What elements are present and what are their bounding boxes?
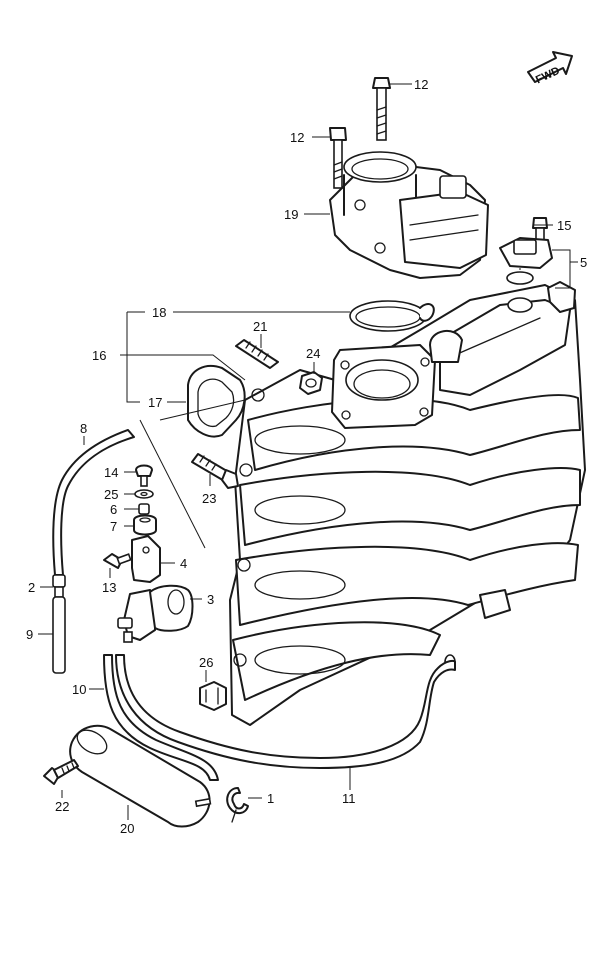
hose-8[interactable] — [52, 429, 135, 576]
callout-15: 15 — [557, 218, 571, 233]
intake-manifold[interactable] — [229, 281, 586, 726]
canister-20[interactable] — [69, 724, 212, 828]
callout-17: 17 — [148, 395, 162, 410]
callout-13: 13 — [102, 580, 116, 595]
callout-12-upper: 12 — [414, 77, 428, 92]
hose-9[interactable] — [52, 596, 66, 674]
callout-24: 24 — [306, 346, 320, 361]
callout-5: 5 — [580, 255, 587, 270]
callout-3: 3 — [207, 592, 214, 607]
callout-9: 9 — [26, 627, 33, 642]
clamp-1[interactable] — [226, 787, 249, 823]
callout-21: 21 — [253, 319, 267, 334]
vsv-solenoid-3[interactable] — [117, 584, 194, 643]
callout-7: 7 — [110, 519, 117, 534]
screw-13[interactable] — [103, 553, 132, 569]
callout-8: 8 — [80, 421, 87, 436]
washer-25[interactable] — [134, 489, 154, 499]
callout-1: 1 — [267, 791, 274, 806]
clip-26[interactable] — [199, 681, 227, 711]
callouts: 12 12 19 15 5 18 21 16 24 17 8 14 25 6 7… — [26, 77, 587, 836]
callout-4: 4 — [180, 556, 187, 571]
bolt-22[interactable] — [43, 759, 79, 785]
callout-2: 2 — [28, 580, 35, 595]
callout-23: 23 — [202, 491, 216, 506]
bolt-12-lower[interactable] — [329, 127, 347, 189]
nut-24[interactable] — [299, 371, 323, 395]
hose-11[interactable] — [115, 654, 456, 769]
connector-2[interactable] — [52, 574, 66, 598]
screw-14[interactable] — [135, 464, 153, 487]
bolt-12-upper[interactable] — [372, 77, 391, 141]
hose-10[interactable] — [103, 654, 219, 781]
gasket-17[interactable] — [187, 365, 246, 438]
bolt-23[interactable] — [191, 453, 239, 489]
grommet-7[interactable] — [133, 514, 157, 536]
callout-26: 26 — [199, 655, 213, 670]
map-sensor[interactable] — [499, 237, 553, 285]
callout-12-lower: 12 — [290, 130, 304, 145]
callout-18: 18 — [152, 305, 166, 320]
fwd-arrow-icon: FWD — [527, 51, 573, 86]
bracket-4[interactable] — [131, 535, 161, 583]
callout-14: 14 — [104, 465, 118, 480]
callout-6: 6 — [110, 502, 117, 517]
callout-16: 16 — [92, 348, 106, 363]
throttle-gasket[interactable] — [349, 300, 435, 332]
leader-lines — [38, 83, 578, 820]
callout-19: 19 — [284, 207, 298, 222]
throttle-body[interactable] — [329, 151, 489, 279]
callout-11: 11 — [342, 791, 356, 806]
callout-20: 20 — [120, 821, 134, 836]
collar-6[interactable] — [138, 503, 150, 515]
callout-10: 10 — [72, 682, 86, 697]
callout-25: 25 — [104, 487, 118, 502]
callout-22: 22 — [55, 799, 69, 814]
stud-21[interactable] — [235, 339, 279, 369]
